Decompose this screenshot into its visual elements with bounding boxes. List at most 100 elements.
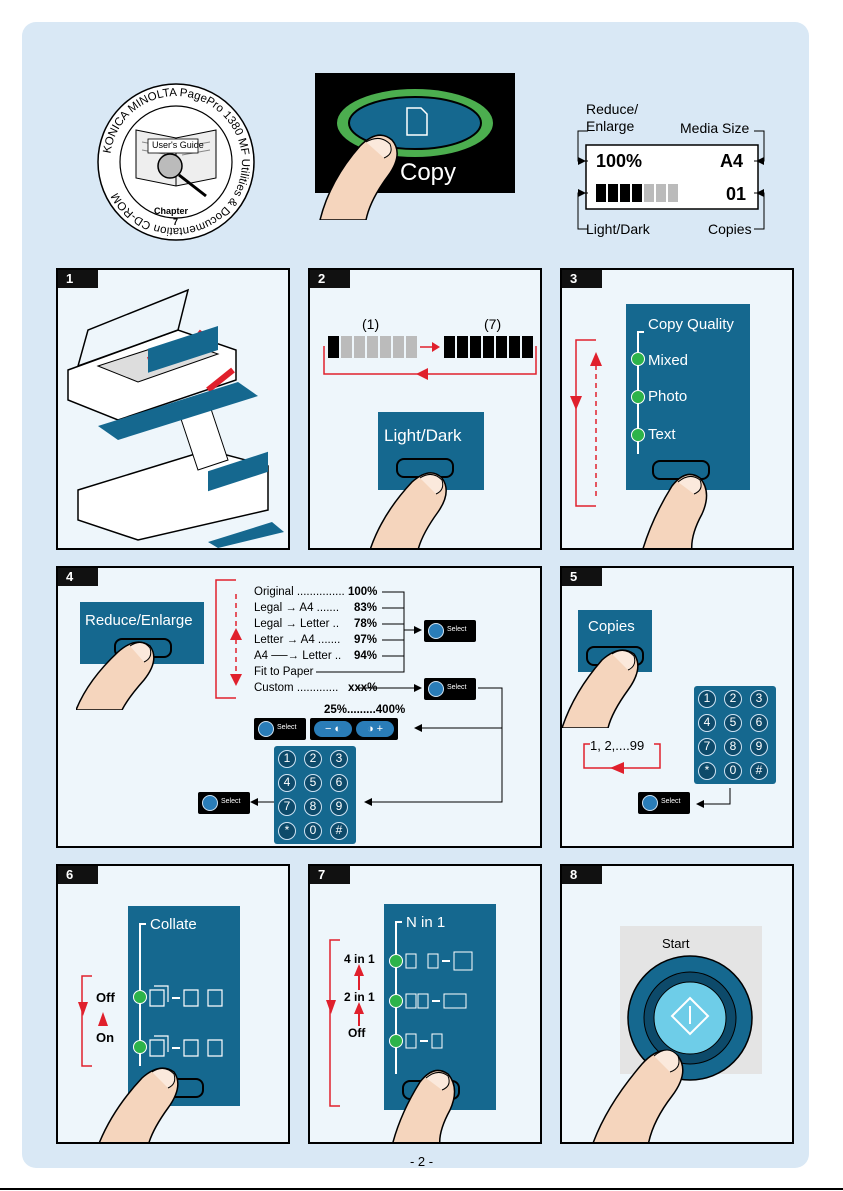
key-0[interactable]: 0 bbox=[724, 762, 742, 780]
key-8[interactable]: 8 bbox=[724, 738, 742, 756]
key-2[interactable]: 2 bbox=[724, 690, 742, 708]
select-button[interactable]: Select bbox=[638, 792, 690, 814]
reduce-enlarge-label: Reduce/ Enlarge bbox=[586, 101, 639, 134]
select-button[interactable]: Select bbox=[424, 620, 476, 642]
numeric-keypad: 1 2 3 4 5 6 7 8 9 * 0 # bbox=[274, 746, 356, 844]
ratio-value: 78% bbox=[354, 618, 378, 630]
ratio-value: 94% bbox=[354, 650, 378, 662]
ratio-name: Letter → A4 ....... bbox=[254, 634, 341, 646]
step-8-panel: 8 Start bbox=[560, 864, 794, 1144]
finger-icon bbox=[98, 1067, 179, 1142]
key-7[interactable]: 7 bbox=[698, 738, 716, 756]
key-4[interactable]: 4 bbox=[278, 774, 296, 792]
key-star[interactable]: * bbox=[698, 762, 716, 780]
zoom-increase-icon[interactable]: ◑ + bbox=[356, 721, 394, 737]
step-7-panel: 7 4 in 1 2 in 1 Off N in 1 bbox=[308, 864, 542, 1144]
cd-rom-graphic: KONICA MINOLTA PagePro 1380 MF Utilities… bbox=[96, 82, 256, 242]
key-6[interactable]: 6 bbox=[750, 714, 768, 732]
zoom-adjust-buttons[interactable]: − ◐ ◑ + bbox=[310, 718, 398, 740]
zoom-decrease-icon[interactable]: − ◐ bbox=[314, 721, 352, 737]
cycle-arrows bbox=[326, 939, 340, 1107]
copies-value: 01 bbox=[726, 184, 747, 204]
collate-off-label: Off bbox=[96, 990, 115, 1005]
copies-label: Copies bbox=[708, 221, 752, 237]
chapter-label: Chapter bbox=[154, 206, 189, 216]
numeric-keypad: 1 2 3 4 5 6 7 8 9 * 0 # bbox=[694, 686, 776, 784]
step-number: 3 bbox=[562, 270, 602, 288]
up-arrows bbox=[354, 964, 364, 1026]
key-3[interactable]: 3 bbox=[330, 750, 348, 768]
finger-icon bbox=[562, 649, 639, 728]
cycle-arrow bbox=[583, 743, 661, 774]
cycle-arrows bbox=[215, 579, 242, 699]
key-0[interactable]: 0 bbox=[304, 822, 322, 840]
ratio-value: 83% bbox=[354, 602, 378, 614]
finger-icon bbox=[642, 473, 708, 548]
key-5[interactable]: 5 bbox=[304, 774, 322, 792]
key-1[interactable]: 1 bbox=[698, 690, 716, 708]
enter-icon bbox=[258, 721, 274, 737]
ratio-name: Legal → A4 ....... bbox=[254, 602, 340, 614]
key-5[interactable]: 5 bbox=[724, 714, 742, 732]
option-indicator bbox=[631, 428, 645, 442]
option-indicator bbox=[133, 1040, 147, 1054]
step-1-panel: 1 bbox=[56, 268, 290, 550]
ratio-value: 100% bbox=[348, 586, 378, 598]
reduce-enlarge-button-label: Reduce/Enlarge bbox=[85, 612, 193, 629]
start-label: Start bbox=[662, 936, 690, 951]
media-value: A4 bbox=[720, 151, 744, 171]
connector-lines bbox=[250, 591, 503, 806]
key-1[interactable]: 1 bbox=[278, 750, 296, 768]
key-8[interactable]: 8 bbox=[304, 798, 322, 816]
option-indicator bbox=[389, 954, 403, 968]
select-button[interactable]: Select bbox=[424, 678, 476, 700]
bottom-rule bbox=[0, 1188, 843, 1190]
key-3[interactable]: 3 bbox=[750, 690, 768, 708]
cycle-arrows bbox=[570, 339, 602, 507]
chapter-number: 7 bbox=[173, 217, 179, 227]
option-indicator bbox=[133, 990, 147, 1004]
reduce-enlarge-button-panel: Reduce/Enlarge bbox=[80, 602, 204, 664]
enter-icon bbox=[642, 795, 658, 811]
step-4-panel: 4 Reduce/Enlarge Original ..............… bbox=[56, 566, 542, 848]
n-in-1-title: N in 1 bbox=[406, 914, 446, 931]
step-number: 2 bbox=[310, 270, 350, 288]
key-hash[interactable]: # bbox=[330, 822, 348, 840]
ratio-name: Original ............... bbox=[254, 586, 345, 598]
step-5-panel: 5 Copies 1, 2,....99 1 2 3 4 5 6 7 8 9 *… bbox=[560, 566, 794, 848]
key-9[interactable]: 9 bbox=[330, 798, 348, 816]
n-in-1-label-off: Off bbox=[348, 1026, 366, 1040]
enter-icon bbox=[428, 681, 444, 697]
step-number: 8 bbox=[562, 866, 602, 884]
media-size-label: Media Size bbox=[680, 120, 750, 136]
start-button[interactable] bbox=[620, 948, 760, 1088]
option-indicator bbox=[389, 994, 403, 1008]
key-star[interactable]: * bbox=[278, 822, 296, 840]
key-4[interactable]: 4 bbox=[698, 714, 716, 732]
zoom-value: 100% bbox=[596, 151, 643, 171]
copy-quality-title: Copy Quality bbox=[648, 316, 734, 333]
key-6[interactable]: 6 bbox=[330, 774, 348, 792]
copy-label: Copy bbox=[400, 159, 457, 186]
key-2[interactable]: 2 bbox=[304, 750, 322, 768]
option-indicator bbox=[631, 390, 645, 404]
key-7[interactable]: 7 bbox=[278, 798, 296, 816]
select-button[interactable]: Select bbox=[198, 792, 250, 814]
n-in-1-label-2: 2 in 1 bbox=[344, 990, 375, 1004]
step-3-panel: 3 Copy Quality Mixed Photo Text bbox=[560, 268, 794, 550]
copies-button-label: Copies bbox=[588, 618, 635, 635]
return-arrow bbox=[696, 788, 731, 808]
cycle-arrows bbox=[78, 975, 108, 1067]
light-dark-label: Light/Dark bbox=[586, 221, 650, 237]
key-9[interactable]: 9 bbox=[750, 738, 768, 756]
ratio-name: A4 ──→ Letter .. bbox=[254, 650, 342, 662]
finger-icon bbox=[76, 641, 155, 710]
option-mixed: Mixed bbox=[648, 352, 689, 369]
enter-icon bbox=[428, 623, 444, 639]
select-button[interactable]: Select bbox=[254, 718, 306, 740]
level-max-label: (7) bbox=[484, 316, 502, 332]
collate-on-label: On bbox=[96, 1030, 115, 1045]
ratio-value: 97% bbox=[354, 634, 378, 646]
light-dark-button-label: Light/Dark bbox=[384, 426, 462, 445]
key-hash[interactable]: # bbox=[750, 762, 768, 780]
